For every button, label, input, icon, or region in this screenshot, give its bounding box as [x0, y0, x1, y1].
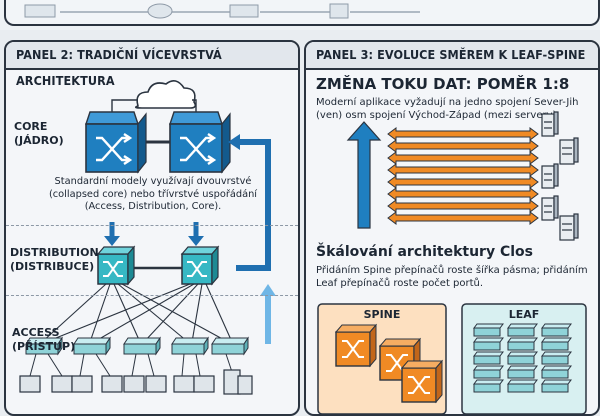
server-icons [541, 111, 579, 241]
distribution-switch-right [180, 245, 220, 286]
traditional-network-diagram [19, 80, 276, 395]
spine-label: SPINE [363, 308, 401, 321]
panel-leaf-spine-evolution: PANEL 3: EVOLUCE SMĚREM K LEAF-SPINE ZMĚ… [304, 40, 600, 416]
access-switches [25, 336, 249, 356]
spine-switches [334, 323, 444, 404]
traffic-description: Moderní aplikace vyžadují na jedno spoje… [316, 97, 579, 121]
architecture-description: Standardní modely využívají dvouvrstvé (… [48, 176, 258, 212]
access-label: ACCESS(PŘÍSTUP) [12, 326, 76, 353]
traffic-heading: ZMĚNA TOKU DAT: POMĚR 1:8 [316, 75, 570, 93]
leaf-spine-diagram [317, 111, 587, 414]
north-south-arrow [346, 121, 382, 229]
core-switch-right [169, 111, 231, 174]
cloud-icon [134, 80, 197, 109]
distribution-switch-left [96, 245, 136, 286]
end-devices [19, 369, 253, 395]
previous-panel-sketch [24, 3, 420, 19]
panel-traditional-architecture: PANEL 2: TRADIČNÍ VÍCEVRSTVÁ ARCHITEKTUR… [4, 40, 300, 416]
leaf-switches [473, 323, 572, 393]
panel2-title: PANEL 2: TRADIČNÍ VÍCEVRSTVÁ ARCHITEKTUR… [6, 42, 298, 88]
core-switch-left [85, 111, 147, 174]
clos-heading: Škálování architektury Clos [316, 244, 533, 260]
core-label: CORE(JÁDRO) [14, 120, 64, 147]
east-west-arrows [387, 127, 539, 225]
panel3-title: PANEL 3: EVOLUCE SMĚREM K LEAF-SPINE [306, 42, 598, 70]
core-divider [6, 225, 298, 226]
clos-description: Přidáním Spine přepínačů roste šířka pás… [316, 265, 588, 289]
leaf-label: LEAF [508, 308, 540, 321]
previous-panel-strip [0, 0, 600, 30]
distribution-label: DISTRIBUTION(DISTRIBUCE) [10, 246, 99, 273]
distribution-divider [6, 295, 298, 296]
